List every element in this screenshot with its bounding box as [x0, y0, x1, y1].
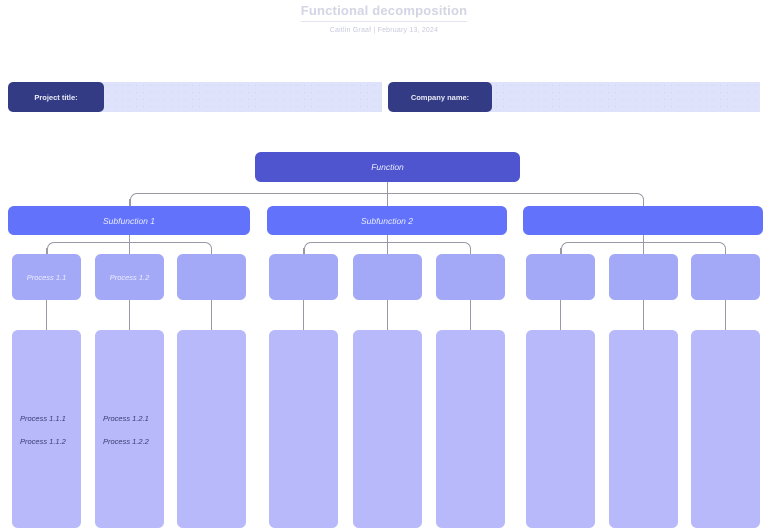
connector-p7-drop	[560, 248, 561, 254]
connector-p5-drop	[387, 242, 388, 254]
node-subfunction-3[interactable]	[523, 206, 763, 235]
connector-sub3-bus-left	[561, 242, 644, 254]
node-process-1[interactable]: Process 1.1	[12, 254, 81, 300]
connector-sub3-drop	[643, 199, 644, 207]
project-title-input[interactable]	[98, 82, 382, 112]
connector-p8-drop	[643, 242, 644, 254]
node-detail-5[interactable]	[353, 330, 422, 528]
connector-root-stem	[387, 181, 388, 193]
connector-d9-drop	[725, 300, 726, 330]
node-detail-3[interactable]	[177, 330, 246, 528]
detail-line-2: Process 1.2.2	[103, 437, 149, 446]
page-title: Functional decomposition	[300, 3, 468, 22]
connector-p2-drop	[129, 242, 130, 254]
node-process-9[interactable]	[691, 254, 760, 300]
node-process-8[interactable]	[609, 254, 678, 300]
node-process-5[interactable]	[353, 254, 422, 300]
node-detail-4[interactable]	[269, 330, 338, 528]
connector-sub2-bus-right	[387, 242, 471, 254]
node-process-4[interactable]	[269, 254, 338, 300]
connector-p6-drop	[470, 248, 471, 254]
connector-sub1-drop	[129, 199, 130, 207]
title-block: Functional decomposition Caitlin Graaf |…	[0, 2, 768, 34]
company-name-field-row: Company name:	[388, 82, 760, 112]
connector-p1-drop	[46, 248, 47, 254]
node-subfunction-1[interactable]: Subfunction 1	[8, 206, 250, 235]
connector-d1-drop	[46, 300, 47, 330]
connector-p9-drop	[725, 248, 726, 254]
connector-d2-drop	[129, 300, 130, 330]
connector-d7-drop	[560, 300, 561, 330]
company-name-label: Company name:	[388, 82, 492, 112]
connector-d3-drop	[211, 300, 212, 330]
project-title-field-row: Project title:	[8, 82, 382, 112]
node-process-2[interactable]: Process 1.2	[95, 254, 164, 300]
node-subfunction-2[interactable]: Subfunction 2	[267, 206, 507, 235]
node-detail-9[interactable]	[691, 330, 760, 528]
connector-sub2-bus-left	[304, 242, 388, 254]
node-detail-2[interactable]: Process 1.2.1 Process 1.2.2	[95, 330, 164, 528]
detail-line-2: Process 1.1.2	[20, 437, 66, 446]
connector-d8-drop	[643, 300, 644, 330]
node-detail-6[interactable]	[436, 330, 505, 528]
node-process-3[interactable]	[177, 254, 246, 300]
node-detail-1[interactable]: Process 1.1.1 Process 1.1.2	[12, 330, 81, 528]
connector-sub2-stem	[387, 234, 388, 242]
connector-sub3-bus-right	[643, 242, 726, 254]
connector-sub2-drop	[387, 193, 388, 207]
connector-sub1-bus-right	[129, 242, 212, 254]
connector-sub1-bus-left	[47, 242, 130, 254]
connector-root-left	[130, 193, 388, 207]
node-function[interactable]: Function	[255, 152, 520, 182]
connector-d5-drop	[387, 300, 388, 330]
connector-sub1-stem	[129, 234, 130, 242]
connector-d6-drop	[470, 300, 471, 330]
connector-sub3-stem	[643, 234, 644, 242]
detail-line-1: Process 1.1.1	[20, 414, 66, 423]
node-detail-8[interactable]	[609, 330, 678, 528]
connector-p3-drop	[211, 248, 212, 254]
page-byline: Caitlin Graaf | February 13, 2024	[329, 27, 439, 34]
connector-p4-drop	[303, 248, 304, 254]
node-process-7[interactable]	[526, 254, 595, 300]
node-detail-7[interactable]	[526, 330, 595, 528]
connector-d4-drop	[303, 300, 304, 330]
node-process-6[interactable]	[436, 254, 505, 300]
company-name-input[interactable]	[486, 82, 760, 112]
detail-line-1: Process 1.2.1	[103, 414, 149, 423]
connector-root-right	[387, 193, 644, 207]
project-title-label: Project title:	[8, 82, 104, 112]
